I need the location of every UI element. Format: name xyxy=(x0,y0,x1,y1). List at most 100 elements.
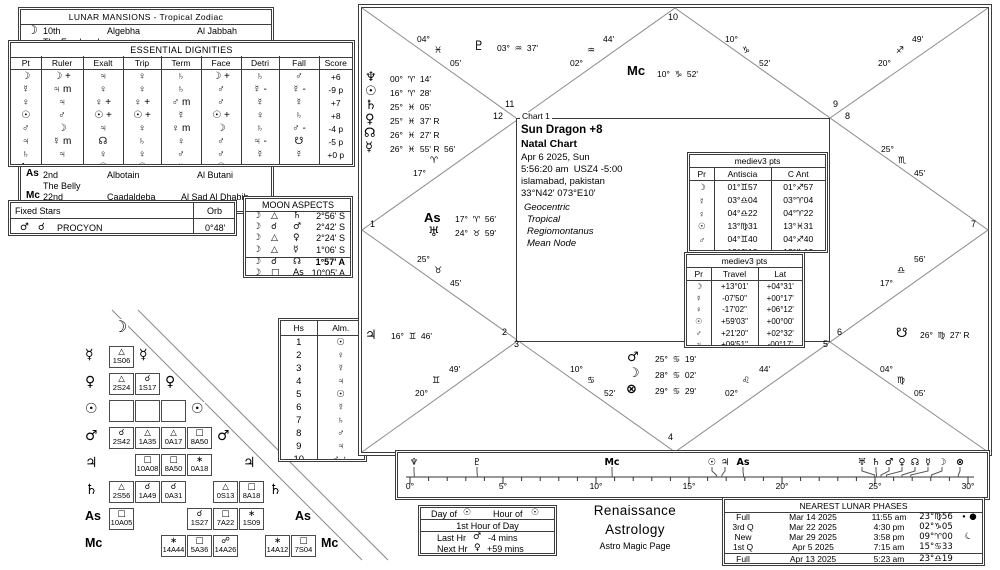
antiscia-cell: 03°♈04 xyxy=(770,194,825,207)
travel-lat-window[interactable]: mediev3 pts Pr Travel Lat ☽+13°01'+04°31… xyxy=(684,252,805,348)
almuten-cell: 10 xyxy=(293,454,305,460)
travel-lat-row: ☉+59'03"+00°00' xyxy=(687,315,802,328)
phase-position: 23°♎19 xyxy=(919,553,953,564)
moon-icon: ☽ xyxy=(253,267,262,276)
dignity-cell: ♄ xyxy=(240,122,279,135)
strip-planet-glyph: ♃ xyxy=(721,457,730,468)
aspect-orb: 14A12 xyxy=(266,545,289,554)
almuten-row: 1☉ xyxy=(281,335,364,349)
dignity-cell: ☿ m xyxy=(40,135,83,148)
aspect-cell: □8A18 xyxy=(239,481,264,503)
dignity-cell: ♄ xyxy=(278,161,319,164)
travel-lat-cell: -17'02" xyxy=(710,304,758,316)
phase-name: Full xyxy=(736,553,750,564)
moon-aspects-window[interactable]: MOON ASPECTS ☽△♄2°56' S☽☌♂2°42' S☽△♀2°24… xyxy=(243,196,353,278)
grid-diagonal-planet: ♃ xyxy=(242,455,257,471)
aspect-glyph: ☌ xyxy=(170,482,177,492)
aspect-orb: 0A31 xyxy=(164,491,183,500)
dignity-cell: ♂ xyxy=(40,161,83,164)
aspect-orb: 7S04 xyxy=(294,545,313,554)
dignity-cell: -4 p xyxy=(318,122,352,135)
aspect-orb: 2°24' S xyxy=(316,233,345,244)
travel-lat-cell: ♂ xyxy=(695,328,702,338)
dignity-point: ☿ xyxy=(22,84,30,95)
strip-planet-glyph: ☊ xyxy=(911,457,919,468)
aspect-orb: 7A22 xyxy=(216,518,235,527)
grid-planet-label: ☿ xyxy=(85,347,94,363)
mansion-arabic-name: Al Jabbah xyxy=(197,26,238,36)
travel-lat-header-row: Pr Travel Lat xyxy=(687,267,802,281)
dignity-cell: ♂ xyxy=(200,148,241,161)
strip-connector xyxy=(711,467,717,477)
dignity-row: ♂☽♃♀♀ m☽♄♂ --4 p xyxy=(11,122,352,135)
fixed-stars-title: Fixed Stars xyxy=(15,206,61,216)
chart-coordinates: 33°N42' 073°E10' xyxy=(521,188,596,199)
strip-planet-glyph: ⊗ xyxy=(956,457,964,468)
grid-planet-label: Mc xyxy=(85,536,103,550)
antiscia-cell: 13°♍31 xyxy=(713,220,771,233)
dignity-row: ♀♃♀ +♀ +♂ m♂☿☿+7 xyxy=(11,96,352,109)
almuten-header-row: Hs Alm. xyxy=(281,321,364,336)
phase-name: Full xyxy=(736,511,750,522)
aspect-glyph: △ xyxy=(222,482,229,492)
dignity-cell: ☽ xyxy=(200,122,241,135)
dignity-cell: ♃ xyxy=(82,122,123,135)
almuten-cell: ♀ xyxy=(316,349,364,362)
aspect-glyph: △ xyxy=(271,211,278,221)
aspect-orb: 14A26 xyxy=(214,545,237,554)
travel-lat-row: ♀-17'02"+06°12' xyxy=(687,304,802,316)
dignity-cell: ♃ xyxy=(40,96,83,109)
sun-icon: ☉ xyxy=(531,508,540,518)
almuten-cell: ☉ xyxy=(316,335,364,349)
aspect-glyph: △ xyxy=(271,233,278,244)
dignity-cell: ☊ xyxy=(82,135,123,148)
almuten-row: 4♃ xyxy=(281,375,364,388)
dignity-row: ♄♃♀♀♂♂☿☿+0 p xyxy=(11,148,352,161)
planetary-hours-window[interactable]: Day of ☉ Hour of ☉ 1st Hour of Day Last … xyxy=(418,505,557,556)
dignity-point: ☽ xyxy=(21,71,31,82)
grid-diagonal-planet: Mc xyxy=(320,536,340,550)
travel-lat-table: Pr Travel Lat ☽+13°01'+04°31'☿-07'50"+00… xyxy=(687,267,802,345)
phase-date: Apr 5 2025 xyxy=(792,542,834,553)
dignity-cell: ☉ xyxy=(82,161,123,164)
lat-column-header: Lat xyxy=(757,267,802,281)
travel-lat-cell: +02°32' xyxy=(757,327,802,339)
degree-strip-body: 0°5°10°15°20°25°30°♆♇Mc☉♃As♅♄♂♀☊☿☽⊗ xyxy=(397,452,988,498)
strip-planet-glyph: ♂ xyxy=(885,457,894,468)
degree-strip-window[interactable]: 0°5°10°15°20°25°30°♆♇Mc☉♃As♅♄♂♀☊☿☽⊗ xyxy=(395,450,990,500)
pr-column-header: Pr xyxy=(687,267,711,281)
antiscia-cell: ♂ xyxy=(698,234,705,245)
aspect-orb: 0A17 xyxy=(164,437,183,446)
almuten-cell: ♃ xyxy=(316,375,364,388)
aspect-orb: 1S09 xyxy=(242,518,261,527)
dignity-cell: ♂ m xyxy=(160,96,201,109)
fixed-stars-window[interactable]: Fixed Stars Orb ♂ ☌ PROCYON 0°48' xyxy=(8,200,237,236)
aspect-glyph: □ xyxy=(195,536,204,546)
antiscia-cell: 01°♊57 xyxy=(713,180,771,194)
grid-planet-label: ♃ xyxy=(85,455,98,471)
phase-date: Mar 14 2025 xyxy=(789,511,837,522)
aspect-glyph: □ xyxy=(143,455,152,465)
dignity-column-header: Score xyxy=(318,56,352,70)
almuten-row: 8♂ xyxy=(281,427,364,440)
dignity-cell: ♀ xyxy=(122,148,161,161)
travel-lat-cell: +04°31' xyxy=(757,280,802,293)
mansion-number: 10th xyxy=(43,26,61,36)
ascendant-label: As xyxy=(26,168,39,179)
grid-diagonal-planet: ♄ xyxy=(268,482,283,498)
strip-planet-glyph: As xyxy=(736,457,749,468)
strip-connector xyxy=(886,467,903,477)
fixed-star-name: PROCYON xyxy=(57,223,103,233)
ruler-tick-label: 0° xyxy=(406,481,414,491)
dignity-cell: ♀ xyxy=(160,135,201,148)
house-almutens-table: Hs Alm. 1☉2♀3☿4♃5☉6☿7♄8♂9♃10♂ ♄11♄12♀ xyxy=(281,321,364,460)
travel-lat-cell: ♀ xyxy=(695,305,702,315)
house-almutens-window[interactable]: Hs Alm. 1☉2♀3☿4♃5☉6☿7♄8♂9♃10♂ ♄11♄12♀ xyxy=(278,318,367,462)
almuten-cell: ♃ xyxy=(316,440,364,453)
